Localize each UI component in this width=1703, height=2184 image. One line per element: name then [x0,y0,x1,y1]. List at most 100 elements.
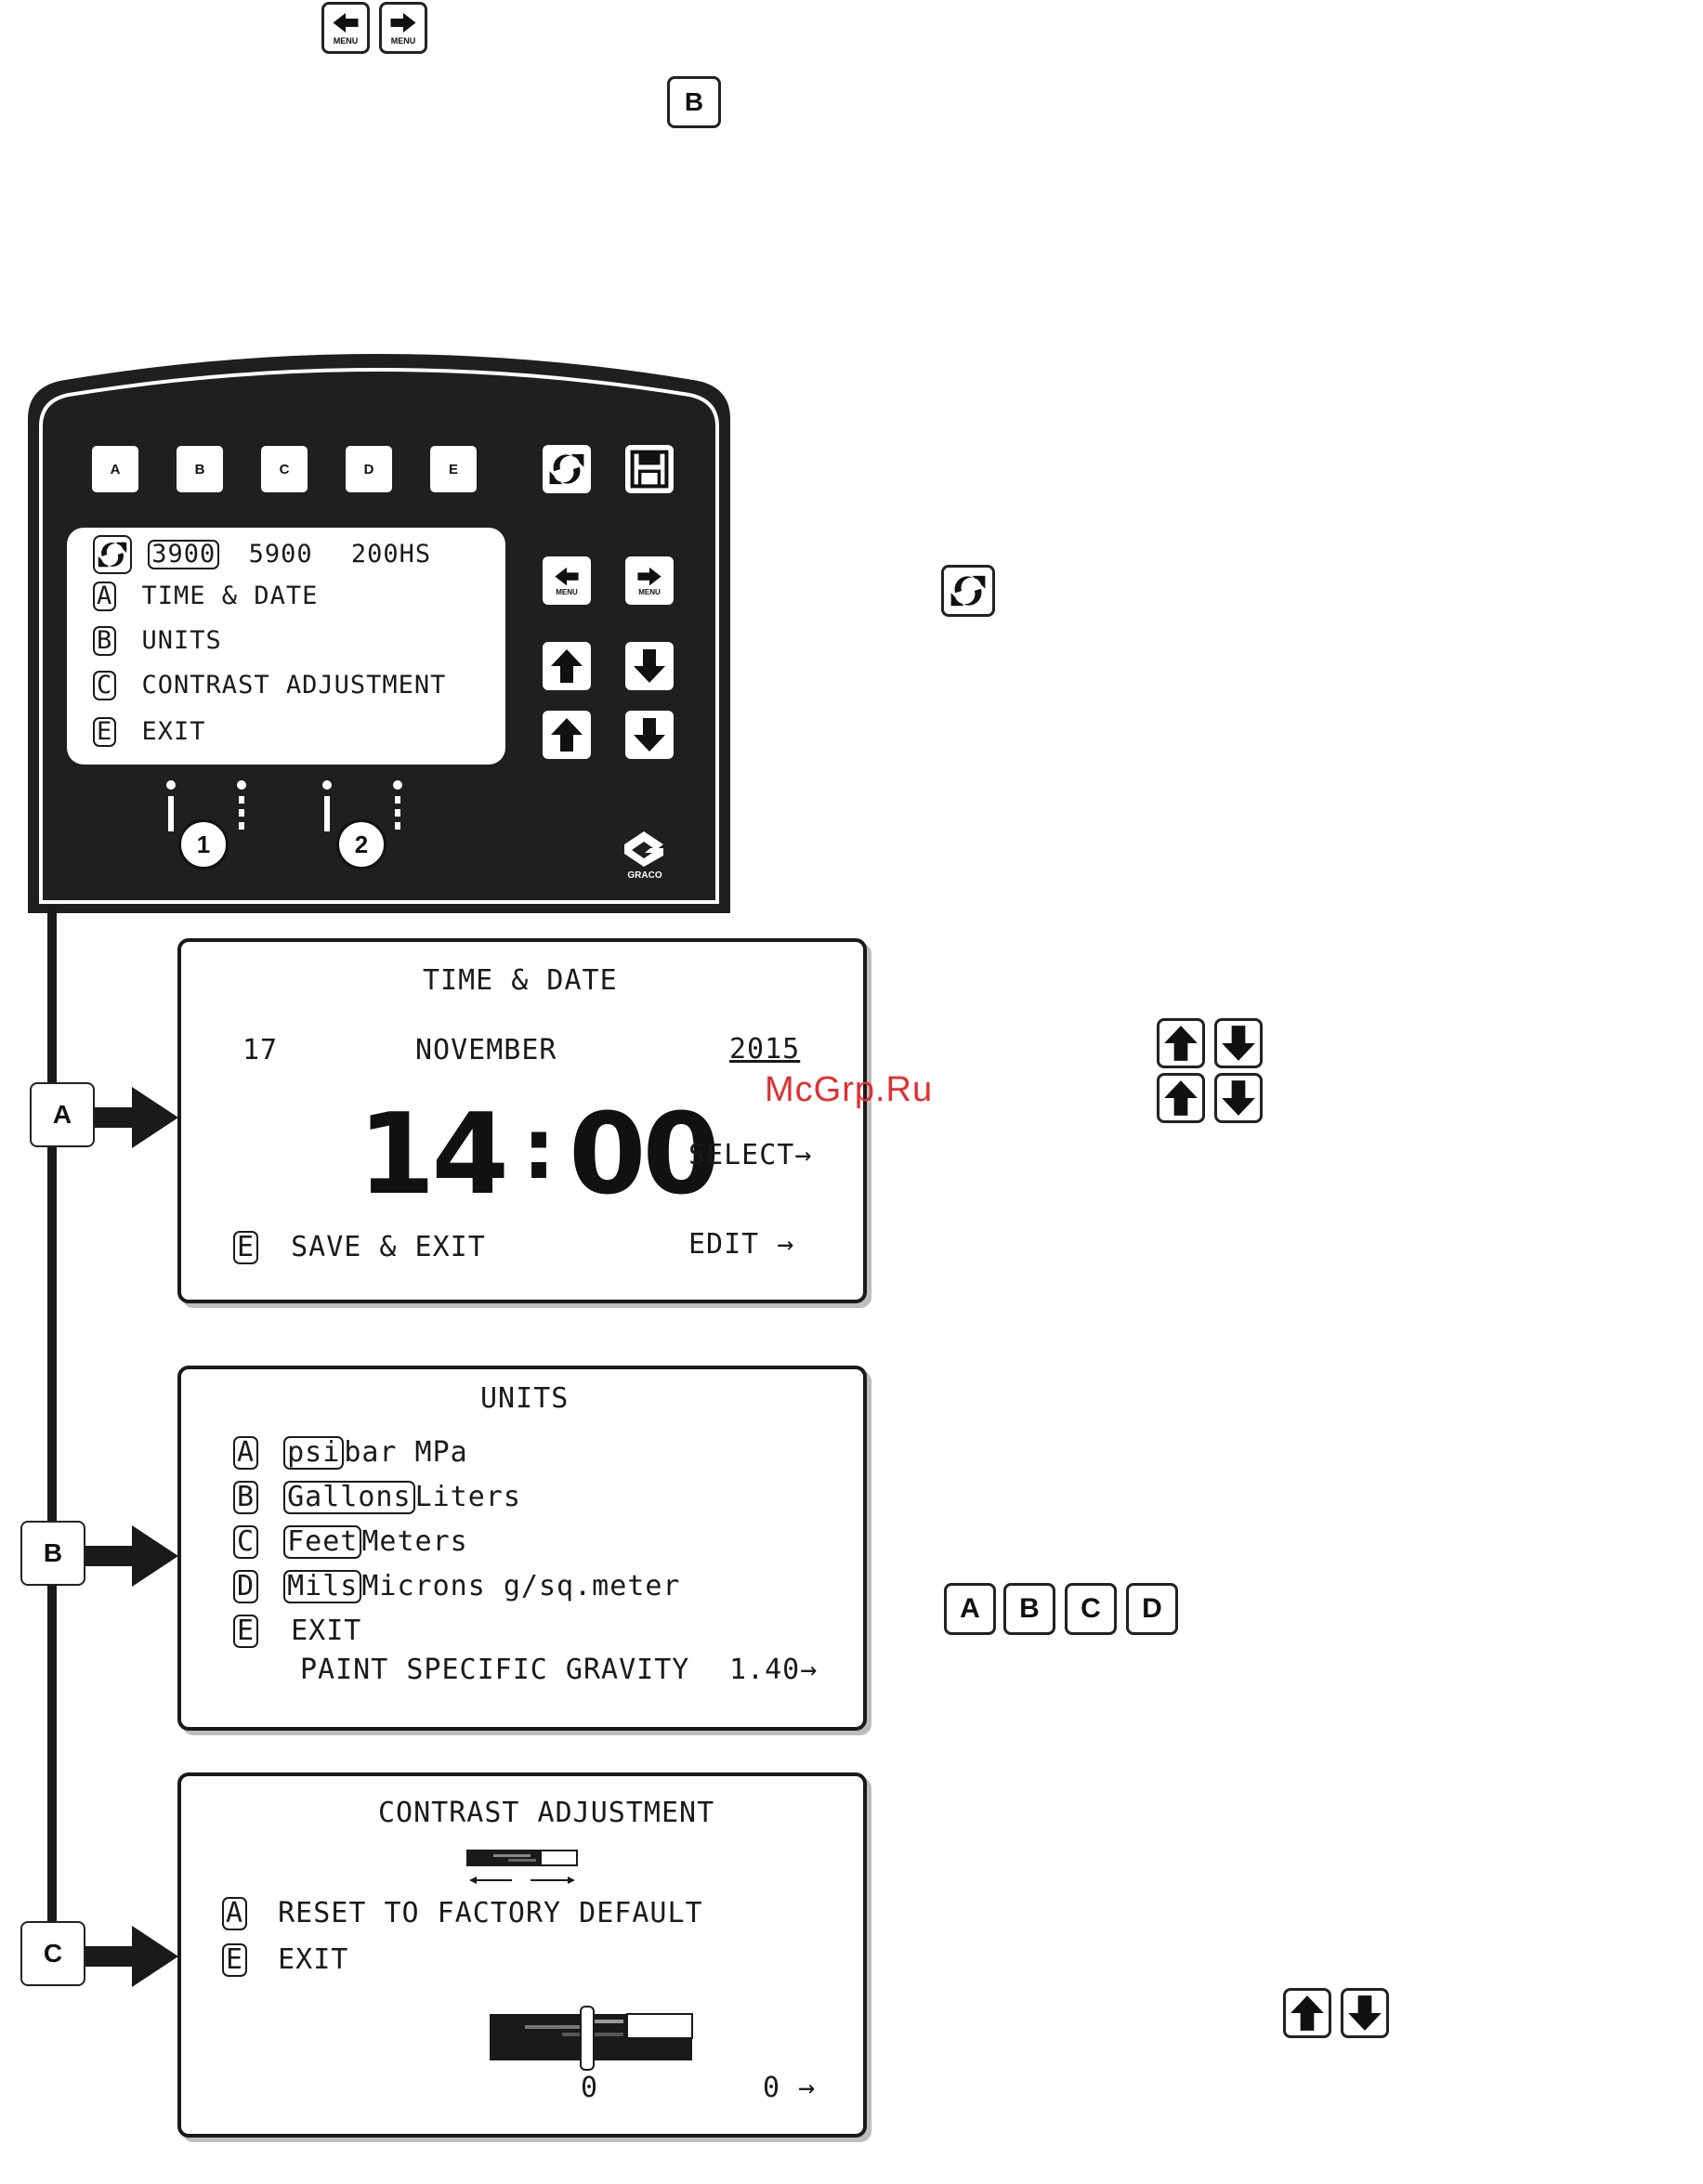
down-key-icon [1341,1988,1389,2038]
slider-value: 0 [581,2072,599,2104]
contrast-screen: CONTRAST ADJUSTMENT A RESET TO FACTORY D… [177,1772,867,2138]
down-key-icon [1214,1073,1263,1123]
panel-key-e[interactable]: E [430,446,477,492]
controller-panel: A B C D E 3900 5900 200HS A TIME & DATE … [28,348,730,913]
branch-tag-a: A [30,1082,95,1147]
reset-row: A RESET TO FACTORY DEFAULT [222,1897,703,1930]
slider-handle[interactable] [580,2006,595,2071]
screen-title: UNITS [480,1382,570,1415]
channel-2-badge: 2 [336,819,386,870]
panel-key-c[interactable]: C [261,446,308,492]
brand-label: GRACO [627,870,662,881]
save-key[interactable] [625,445,674,493]
arrow-left-icon [329,10,362,38]
menu-item-contrast: C CONTRAST ADJUSTMENT [93,671,446,701]
down-key-1[interactable] [625,642,674,690]
key-a-icon: A [944,1583,996,1635]
graco-logo-icon [624,831,663,867]
menu-item-time-date: A TIME & DATE [93,582,318,612]
panel-key-a[interactable]: A [92,446,138,492]
time-date-screen: TIME & DATE 17 NOVEMBER 2015 14:00 SELEC… [177,938,867,1303]
channel-2-indicator [322,780,402,831]
save-exit-row: E SAVE & EXIT [233,1231,486,1264]
cycle-key[interactable] [543,445,591,493]
branch-arrow-b-icon [85,1525,178,1587]
connector-line [47,906,57,1926]
arrow-up-icon [1161,1079,1200,1118]
arrow-down-icon [631,716,668,753]
arrow-up-icon [548,716,585,753]
channel-1-indicator [166,780,246,831]
arrow-right-icon [386,10,420,38]
select-label: SELECT→ [688,1139,813,1171]
year-value: 2015 [729,1033,801,1066]
up-key-icon [1157,1073,1205,1123]
arrow-left-icon [551,565,583,591]
arrow-down-icon [1345,1994,1384,2033]
screen-title: TIME & DATE [423,964,618,997]
clock-colon: : [522,1101,556,1198]
menu-right-label: MENU [390,36,416,46]
menu-right-icon: MENU [379,2,427,54]
model-selected: 3900 [148,539,220,569]
menu-left-label: MENU [333,36,359,46]
gravity-label: PAINT SPECIFIC GRAVITY [300,1654,690,1686]
cycle-icon [947,569,989,612]
gravity-value: 1.40→ [729,1654,819,1686]
menu-left-icon: MENU [321,2,370,54]
save-icon [628,448,671,490]
arrow-down-icon [1219,1024,1258,1063]
up-key-icon [1157,1018,1205,1068]
down-key-2[interactable] [625,711,674,759]
arrow-up-icon [548,647,585,685]
cycle-icon [93,535,132,574]
arrow-down-icon [631,647,668,685]
clock-display: 14:00 [358,1100,720,1211]
edit-label: EDIT → [688,1228,795,1261]
hour-value: 14 [358,1091,509,1220]
screen-title: CONTRAST ADJUSTMENT [378,1797,715,1829]
cycle-icon [545,448,588,490]
up-key-2[interactable] [543,711,591,759]
up-key-icon [1283,1988,1331,2038]
panel-key-d[interactable]: D [346,446,392,492]
units-row-exit: E EXIT [233,1615,361,1648]
key-c-icon: C [1065,1583,1117,1635]
key-d-icon: D [1126,1583,1178,1635]
branch-arrow-a-icon [95,1087,178,1148]
arrow-up-icon [1288,1994,1327,2033]
up-key-1[interactable] [543,642,591,690]
menu-right-key[interactable]: MENU [625,556,674,605]
contrast-slider[interactable] [488,2005,696,2072]
key-b-icon: B [667,76,721,128]
key-b-icon: B [1003,1583,1055,1635]
day-value: 17 [242,1034,279,1066]
channel-1-badge: 1 [178,819,229,870]
panel-key-b[interactable]: B [177,446,223,492]
watermark: McGrp.Ru [765,1070,934,1109]
right-value: 0 → [763,2072,817,2104]
model-row: 3900 5900 200HS [93,535,431,574]
arrow-up-icon [1161,1024,1200,1063]
model-option: 200HS [350,539,432,569]
minute-value: 00 [569,1091,720,1220]
month-value: NOVEMBER [415,1034,557,1066]
contrast-scale-icon [466,1850,578,1884]
down-key-icon [1214,1018,1263,1068]
panel-display: 3900 5900 200HS A TIME & DATE B UNITS C … [67,528,505,765]
branch-arrow-c-icon [85,1926,178,1987]
branch-tag-c: C [20,1921,85,1986]
menu-item-exit: E EXIT [93,717,206,748]
menu-item-units: B UNITS [93,626,222,657]
cycle-key-icon [941,565,995,617]
model-option: 5900 [248,539,313,569]
menu-left-key[interactable]: MENU [543,556,591,605]
exit-row: E EXIT [222,1943,348,1977]
arrow-down-icon [1219,1079,1258,1118]
arrow-right-icon [634,565,665,591]
